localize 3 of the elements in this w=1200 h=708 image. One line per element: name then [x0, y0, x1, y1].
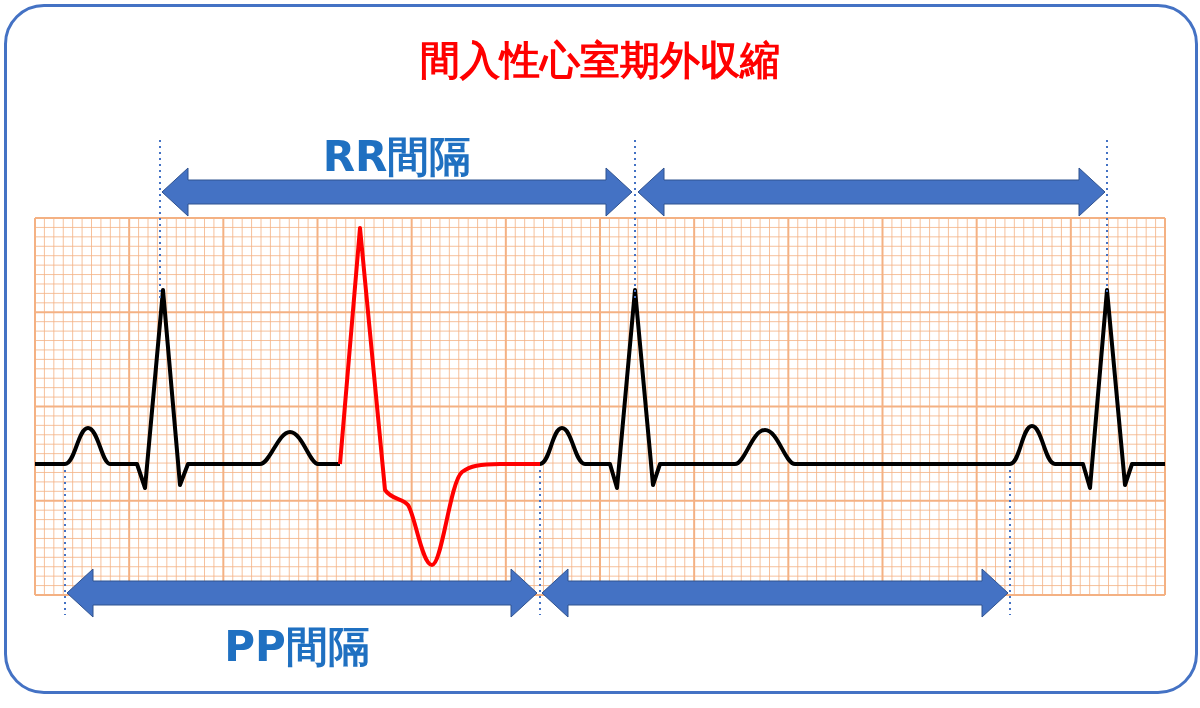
interval-label: PP間隔: [224, 622, 370, 672]
title: 間入性心室期外収縮: [419, 36, 781, 84]
interval-label: RR間隔: [322, 132, 472, 182]
